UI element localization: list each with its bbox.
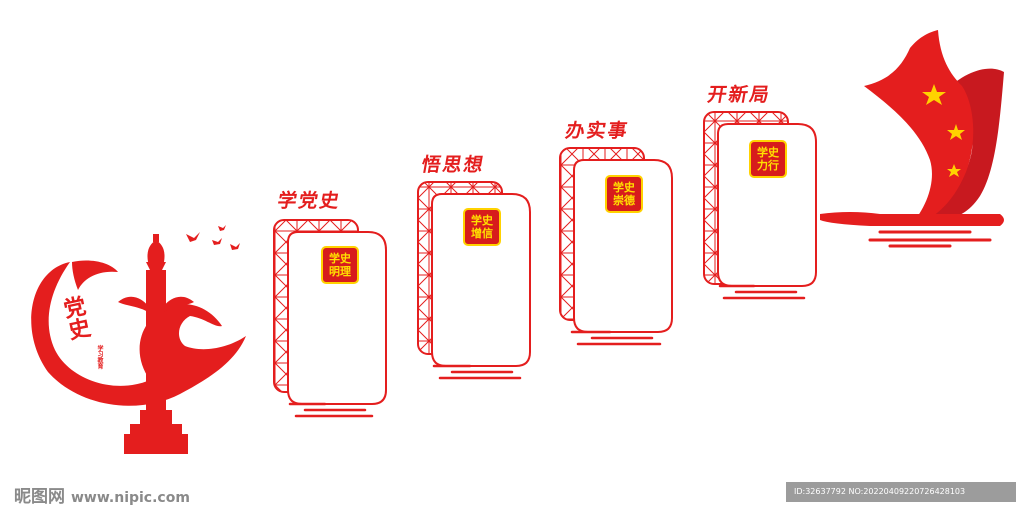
badge-line-2: 增信	[471, 227, 493, 240]
nipic-watermark: 昵图网 www.nipic.com	[14, 482, 190, 507]
panel-heading-1: 学党史	[275, 190, 343, 212]
watermark-brand: 昵图网	[14, 487, 65, 507]
image-id-bar: ID:32637792 NO:20220409220726428103	[786, 482, 1016, 502]
badge-line-2: 崇德	[613, 194, 635, 207]
star-icon	[947, 124, 965, 140]
panel-badge-2: 学史 增信	[463, 208, 501, 246]
panel-heading-4: 开新局	[705, 84, 773, 106]
panel-badge-3: 学史 崇德	[605, 175, 643, 213]
swoosh-ribbon-shape	[31, 262, 246, 406]
swoosh-inner-curl	[72, 260, 118, 290]
badge-line-1: 学史	[757, 146, 779, 159]
badge-line-1: 学史	[329, 252, 351, 265]
panel-frame-3	[559, 147, 673, 346]
huabiao-pillar-icon	[118, 234, 194, 454]
star-icon	[922, 84, 946, 105]
red-flag-icon	[820, 30, 1004, 248]
panel-heading-3: 办实事	[563, 120, 631, 142]
emblem-subtitle: 学习教育	[96, 345, 103, 369]
badge-line-2: 力行	[757, 159, 779, 172]
badge-line-1: 学史	[613, 181, 635, 194]
star-icon	[947, 164, 961, 177]
badge-line-1: 学史	[471, 214, 493, 227]
panel-badge-1: 学史 明理	[321, 246, 359, 284]
panel-badge-4: 学史 力行	[749, 140, 787, 178]
flying-birds-icon	[186, 225, 240, 250]
watermark-site: www.nipic.com	[71, 490, 190, 506]
panel-heading-2: 悟思想	[419, 154, 487, 176]
badge-line-2: 明理	[329, 265, 351, 278]
